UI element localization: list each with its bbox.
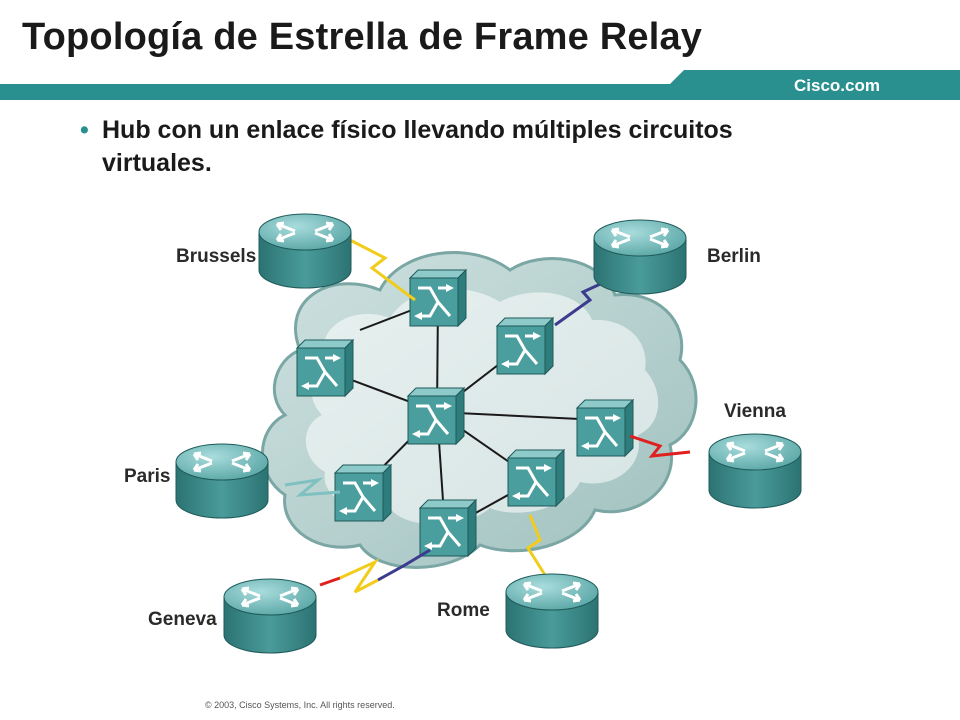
frame-relay-switch-lower-left — [333, 463, 393, 523]
router-vienna-icon — [707, 432, 803, 510]
router-label-vienna: Vienna — [724, 401, 786, 422]
router-label-paris: Paris — [124, 466, 170, 487]
frame-relay-switch-bottom — [418, 498, 478, 558]
serial-link-geneva-red — [319, 576, 341, 587]
serial-link-vienna-red — [629, 434, 691, 458]
router-label-rome: Rome — [437, 600, 490, 621]
router-label-brussels: Brussels — [176, 246, 256, 267]
copyright-footer: © 2003, Cisco Systems, Inc. All rights r… — [205, 700, 395, 710]
bullet-dot-icon: • — [80, 116, 89, 144]
router-label-berlin: Berlin — [707, 246, 761, 267]
frame-relay-switch-hub — [406, 386, 466, 446]
router-brussels-icon — [257, 212, 353, 290]
frame-relay-switch-right — [575, 398, 635, 458]
router-paris-icon — [174, 442, 270, 520]
serial-link-rome — [525, 514, 547, 576]
header-bar — [0, 70, 960, 100]
frame-relay-switch-upper-right — [495, 316, 555, 376]
router-label-geneva: Geneva — [148, 609, 217, 630]
router-rome-icon — [504, 572, 600, 650]
slide-title: Topología de Estrella de Frame Relay — [22, 16, 703, 58]
serial-link-geneva-blue — [377, 548, 431, 582]
serial-link-geneva-yellow — [339, 558, 380, 594]
router-berlin-icon — [592, 218, 688, 296]
cisco-brand-label: Cisco.com — [794, 76, 880, 95]
bullet-text: Hub con un enlace físico llevando múltip… — [102, 116, 733, 177]
router-geneva-icon — [222, 577, 318, 655]
frame-relay-switch-top — [408, 268, 468, 328]
serial-link-paris — [284, 477, 341, 497]
serial-link-brussels — [349, 238, 416, 302]
frame-relay-switch-lower-right — [506, 448, 566, 508]
frame-relay-switch-left — [295, 338, 355, 398]
